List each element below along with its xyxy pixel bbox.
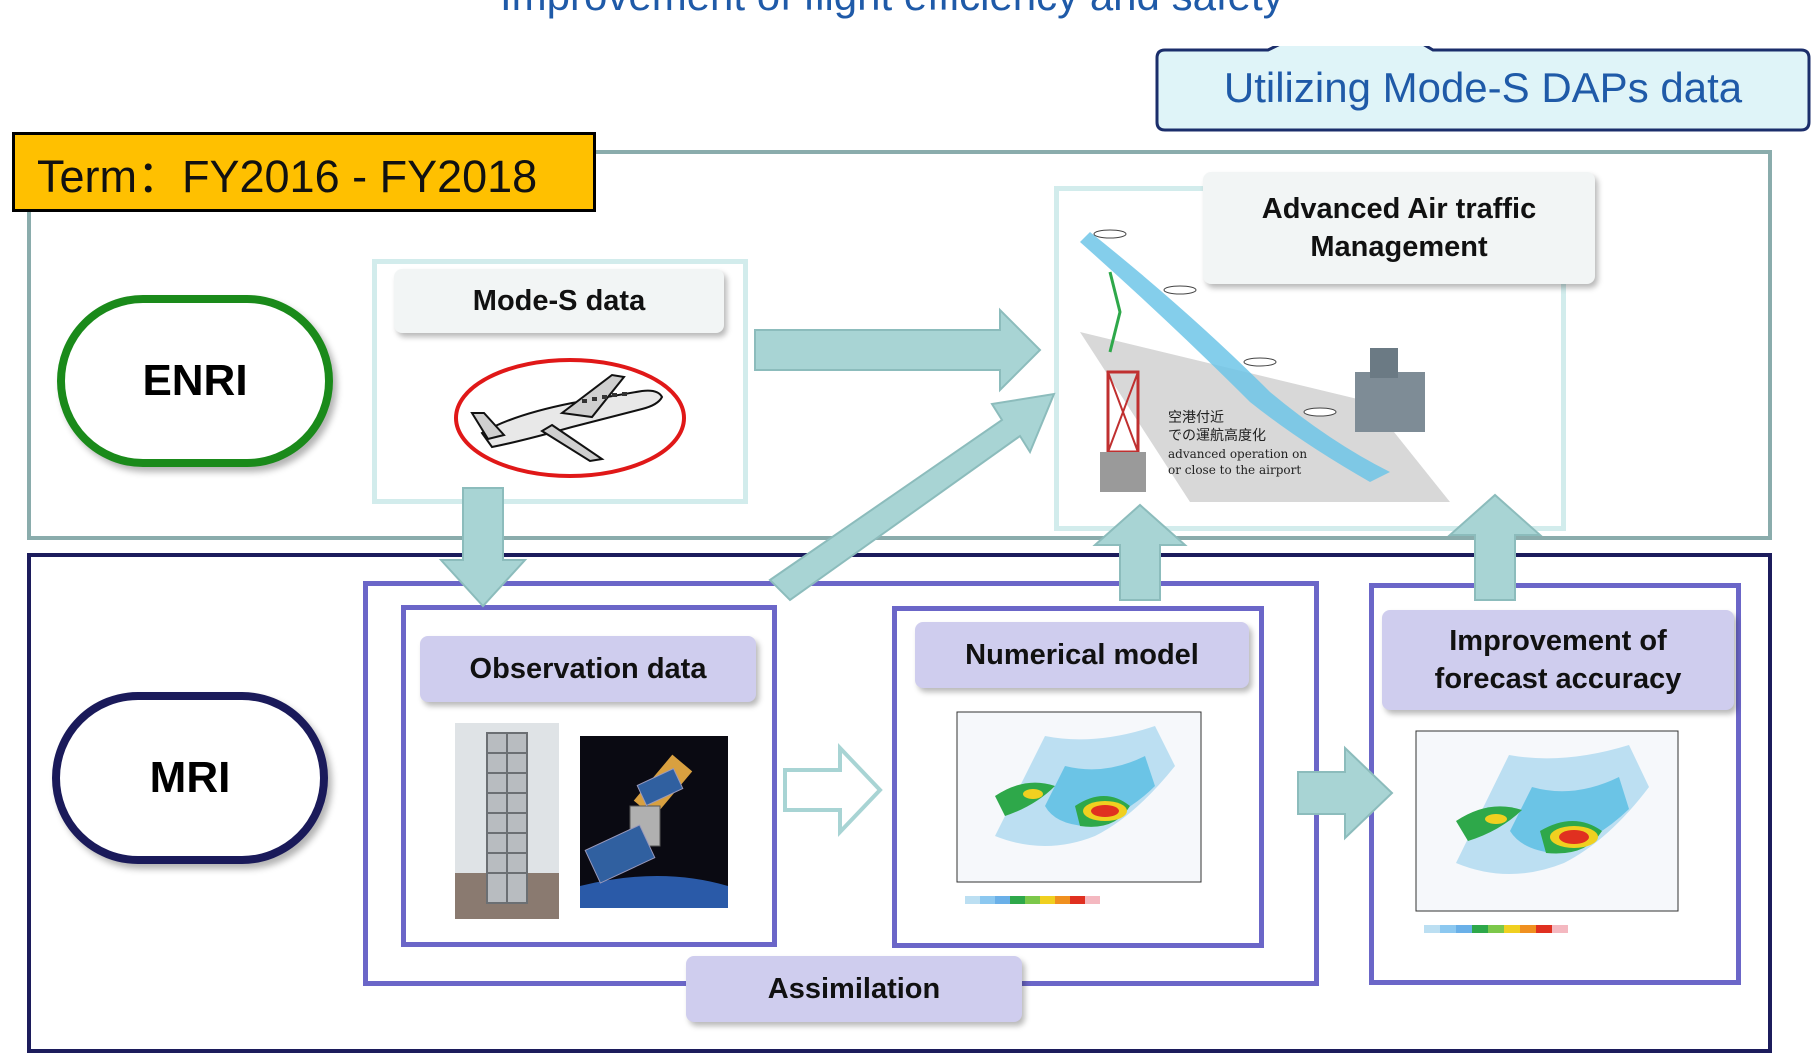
arrow-numerical-to-atm xyxy=(1092,503,1188,601)
arrow-modes-to-atm xyxy=(754,307,1042,393)
arrow-improvement-to-atm xyxy=(1447,493,1543,601)
page-title: Improvement of flight efficiency and saf… xyxy=(500,0,1284,20)
callout: Utilizing Mode-S DAPs data xyxy=(1153,46,1813,134)
airplane-illustration xyxy=(454,358,686,478)
improvement-label-line2: forecast accuracy xyxy=(1434,663,1682,695)
weather-map-numerical xyxy=(955,706,1203,916)
mri-pill: MRI xyxy=(52,692,328,864)
satellite-photo xyxy=(580,736,728,908)
numerical-label: Numerical model xyxy=(915,622,1249,688)
observation-box xyxy=(401,605,777,947)
atm-label-line1: Advanced Air traffic xyxy=(1261,193,1537,225)
arrow-numerical-to-improvement xyxy=(1297,745,1394,841)
improvement-label-line1: Improvement of xyxy=(1449,625,1667,657)
atm-label-line2: Management xyxy=(1310,231,1488,263)
enri-section xyxy=(27,150,1772,540)
enri-pill: ENRI xyxy=(57,295,333,467)
tower-photo xyxy=(455,723,559,919)
arrow-modes-to-observation xyxy=(438,487,528,608)
illustration-en2: or close to the airport xyxy=(1168,463,1301,477)
arrow-observation-to-atm xyxy=(768,392,1056,602)
assimilation-label: Assimilation xyxy=(686,956,1022,1022)
illustration-jp2: での運航高度化 xyxy=(1168,427,1266,444)
illustration-en1: advanced operation on xyxy=(1168,447,1307,461)
numerical-box xyxy=(892,606,1264,948)
term-badge: Term：FY2016 - FY2018 xyxy=(12,132,596,212)
observation-label: Observation data xyxy=(420,636,756,702)
atm-label: Advanced Air traffic Management xyxy=(1203,172,1595,284)
airport-illustration: 空港付近 での運航高度化 advanced operation on or cl… xyxy=(1080,229,1450,502)
arrow-observation-to-numerical xyxy=(783,743,883,837)
callout-text: Utilizing Mode-S DAPs data xyxy=(1223,64,1743,111)
improvement-label: Improvement of forecast accuracy xyxy=(1382,610,1734,710)
illustration-jp1: 空港付近 xyxy=(1168,410,1224,426)
arrows-layer xyxy=(438,307,1543,841)
weather-map-improvement xyxy=(1414,725,1680,947)
mode-s-label: Mode-S data xyxy=(394,269,724,333)
